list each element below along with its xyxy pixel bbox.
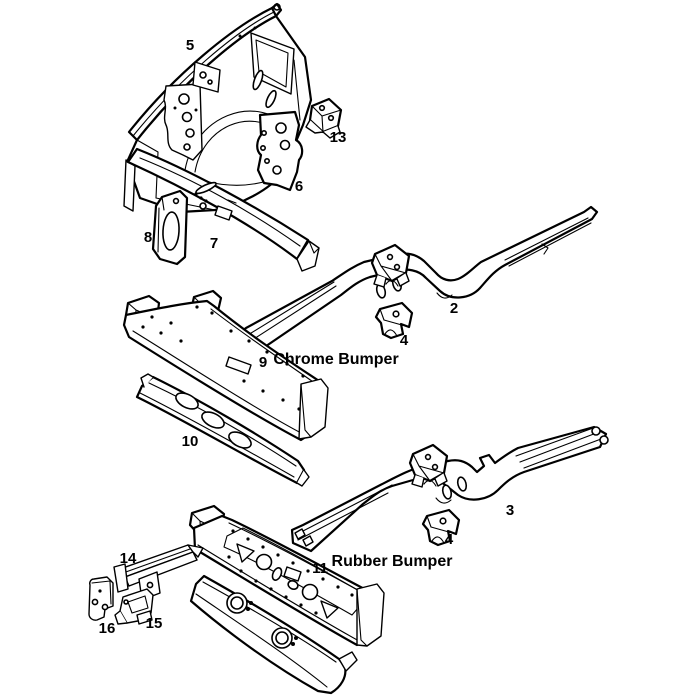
part-16-drawing: [88, 576, 114, 621]
part-label-4-chrome: 4: [400, 332, 409, 349]
part-label-7: 7: [210, 235, 218, 252]
part-label-8: 8: [144, 229, 152, 246]
part-13-drawing: [305, 97, 343, 139]
part-10-drawing: [135, 373, 310, 487]
part-15-drawing: [114, 588, 154, 625]
part-8-drawing: [151, 189, 189, 266]
part-6-drawing: [256, 110, 304, 192]
part-11-lower-valance-drawing: [189, 574, 358, 695]
part-label-10: 10: [182, 433, 199, 450]
caption-chrome-bumper: Chrome Bumper: [273, 351, 398, 368]
part-tower-bracket-drawing: [370, 243, 411, 288]
part-label-5: 5: [186, 37, 194, 54]
part-label-16: 16: [99, 620, 116, 637]
caption-rubber-bumper: Rubber Bumper: [332, 553, 453, 570]
part-label-6: 6: [295, 178, 303, 195]
part-11-drawing: [188, 504, 385, 647]
part-9-drawing: [122, 289, 329, 442]
part-label-11: 11: [312, 560, 328, 577]
part-label-2: 2: [450, 300, 458, 317]
part-3-drawing: [290, 425, 609, 553]
part-label-3: 3: [506, 502, 514, 519]
part-label-4-rubber: 4: [445, 531, 454, 548]
part-label-13: 13: [330, 129, 347, 146]
part-label-9: 9: [259, 354, 267, 371]
part-4-chrome-drawing: [374, 301, 414, 340]
part-label-14: 14: [120, 550, 137, 567]
part-7-drawing: [126, 147, 320, 272]
part-label-15: 15: [146, 615, 163, 632]
